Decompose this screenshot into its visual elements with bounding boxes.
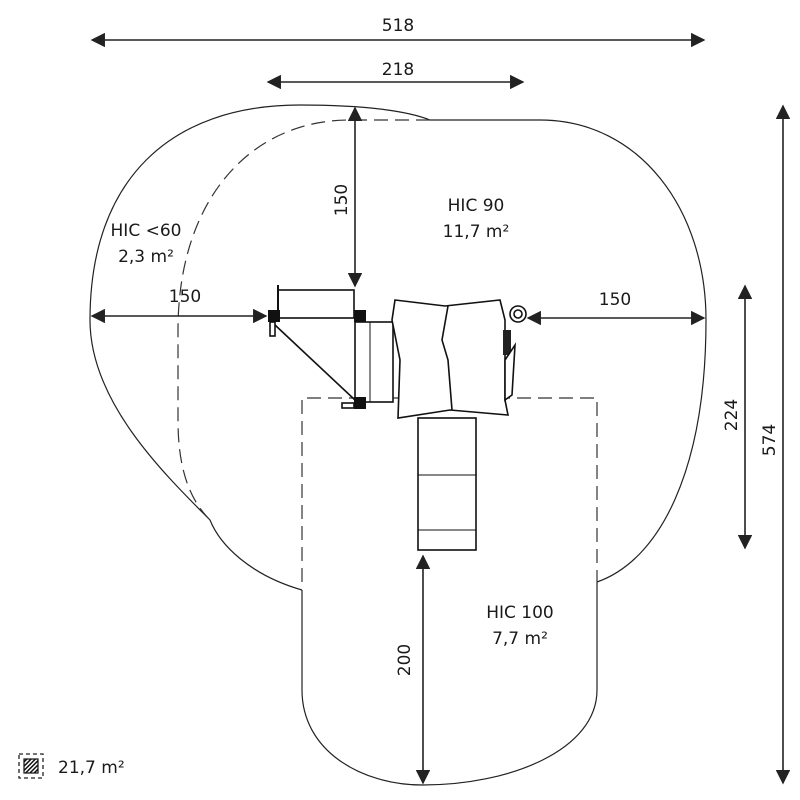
overall-width-label: 518 (382, 16, 414, 36)
slide-impact-area-outline (301, 582, 598, 786)
zone-hic100-area: 7,7 m² (492, 629, 548, 649)
equipment-width-label: 218 (382, 60, 414, 80)
play-equipment (268, 285, 527, 551)
total-area-label: 21,7 m² (58, 758, 125, 778)
hic100-boundary (301, 397, 598, 582)
overall-depth-label: 574 (760, 424, 780, 456)
equipment-depth-label: 224 (722, 399, 742, 431)
zone-hic60-area: 2,3 m² (118, 247, 174, 267)
outer-impact-area-outline (89, 104, 707, 591)
top-clearance-label: 150 (332, 184, 352, 216)
zone-hic100-label: HIC 100 (486, 603, 554, 623)
hatched-area-icon (18, 753, 44, 779)
slide-clearance-label: 200 (395, 644, 415, 676)
zone-hic60-label: HIC <60 (111, 221, 182, 241)
left-clearance-label: 150 (169, 287, 201, 307)
hic60-boundary (177, 119, 430, 521)
zone-hic90-area: 11,7 m² (443, 222, 510, 242)
right-clearance-label: 150 (599, 290, 631, 310)
zone-hic90-label: HIC 90 (448, 196, 505, 216)
